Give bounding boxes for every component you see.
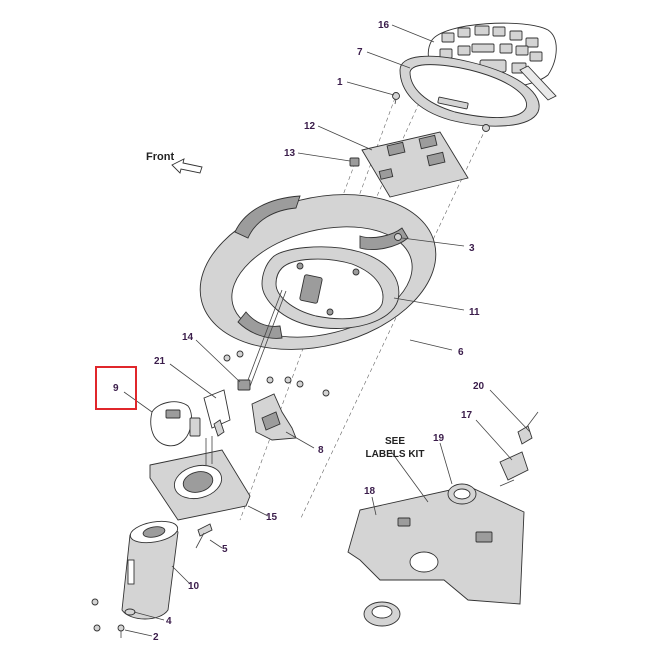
callout-10: 10 (188, 581, 200, 592)
callout-20: 20 (473, 381, 485, 392)
part-1-screw[interactable] (392, 92, 400, 105)
part-11-hub-frame[interactable] (261, 246, 400, 329)
front-arrow-icon (171, 158, 203, 174)
part-3-screw[interactable] (394, 233, 402, 241)
callout-9: 9 (113, 383, 119, 394)
callout-8: 8 (318, 445, 324, 456)
callout-13: 13 (284, 148, 296, 159)
callout-numbers: 16 7 1 12 13 3 11 6 14 21 9 8 15 5 10 4 … (113, 20, 485, 643)
callout-21: 21 (154, 356, 166, 367)
part-19-ignition-bezel[interactable] (447, 483, 477, 505)
callout-1: 1 (337, 77, 343, 88)
callout-15: 15 (266, 512, 278, 523)
callout-14: 14 (182, 332, 194, 343)
highlight-box (95, 366, 137, 410)
part-10-column-tube[interactable] (121, 518, 179, 620)
part-7-bezel[interactable] (399, 55, 540, 127)
callout-11: 11 (469, 307, 480, 318)
grommet (363, 601, 401, 627)
see-label-line-1: SEE (385, 436, 405, 447)
callout-4: 4 (166, 616, 172, 627)
part-2-screw[interactable] (117, 624, 125, 638)
bottom-screws (91, 598, 101, 632)
part-13-fastener[interactable] (349, 157, 360, 167)
screw-row (223, 350, 330, 397)
leader-lines (123, 24, 531, 637)
see-label-line-2: LABELS KIT (366, 449, 425, 460)
callout-6: 6 (458, 347, 464, 358)
part-21-switch[interactable] (203, 389, 231, 437)
part-8-bracket[interactable] (251, 393, 297, 441)
callout-18: 18 (364, 486, 376, 497)
part-18-dash-panel[interactable] (347, 485, 525, 605)
front-label: Front (146, 151, 174, 163)
part-20-key[interactable] (517, 411, 539, 445)
part-5-bolt[interactable] (195, 523, 213, 549)
callout-19: 19 (433, 433, 445, 444)
callout-2: 2 (153, 632, 159, 643)
part-14-wiring-harness[interactable] (237, 289, 287, 391)
callout-17: 17 (461, 410, 473, 421)
part-4-washer[interactable] (124, 608, 136, 616)
part-17-ignition-switch[interactable] (499, 451, 529, 487)
part-15-column-flange[interactable] (149, 436, 251, 521)
part-12-circuit-board[interactable] (361, 131, 469, 198)
callout-12: 12 (304, 121, 316, 132)
callout-7: 7 (357, 47, 363, 58)
callout-16: 16 (378, 20, 390, 31)
callout-3: 3 (469, 243, 475, 254)
screw-right (482, 124, 490, 132)
part-9-switch-cover[interactable] (150, 401, 201, 447)
callout-5: 5 (222, 544, 228, 555)
panel-icon-row (439, 25, 543, 75)
